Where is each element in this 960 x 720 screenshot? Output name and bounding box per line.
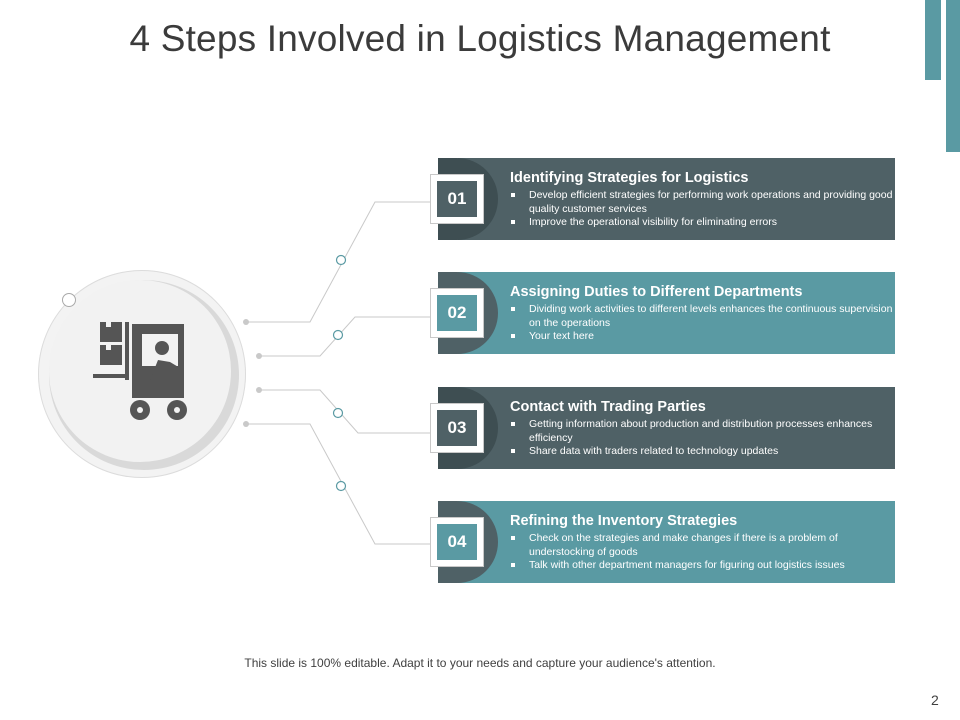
step-bullets: Check on the strategies and make changes… xyxy=(510,532,895,573)
step-2: 02 Assigning Duties to Different Departm… xyxy=(430,272,895,354)
bullet-item: Your text here xyxy=(510,330,895,344)
bullet-item: Improve the operational visibility for e… xyxy=(510,216,895,230)
step-title: Contact with Trading Parties xyxy=(510,399,706,415)
page-number: 2 xyxy=(931,692,939,708)
step-title: Identifying Strategies for Logistics xyxy=(510,170,749,186)
step-3: 03 Contact with Trading Parties Getting … xyxy=(430,387,895,469)
step-number: 01 xyxy=(437,181,477,217)
step-1: 01 Identifying Strategies for Logistics … xyxy=(430,158,895,240)
step-number-box: 03 xyxy=(430,403,484,453)
step-bullets: Getting information about production and… xyxy=(510,418,895,459)
step-number: 04 xyxy=(437,524,477,560)
footer-note: This slide is 100% editable. Adapt it to… xyxy=(244,656,716,670)
step-band xyxy=(458,272,895,354)
step-title: Assigning Duties to Different Department… xyxy=(510,284,803,300)
step-bullets: Dividing work activities to different le… xyxy=(510,303,895,344)
step-band xyxy=(458,158,895,240)
bullet-item: Getting information about production and… xyxy=(510,418,895,445)
bullet-item: Share data with traders related to techn… xyxy=(510,445,895,459)
bullet-item: Develop efficient strategies for perform… xyxy=(510,189,895,216)
step-bullets: Develop efficient strategies for perform… xyxy=(510,189,895,230)
step-number: 03 xyxy=(437,410,477,446)
step-number-box: 01 xyxy=(430,174,484,224)
step-band xyxy=(458,387,895,469)
slide-title: 4 Steps Involved in Logistics Management xyxy=(129,18,831,59)
forklift-icon xyxy=(93,322,187,420)
step-number-box: 04 xyxy=(430,517,484,567)
accent-bar-right xyxy=(946,0,960,152)
ring-dot xyxy=(62,293,76,307)
bullet-item: Talk with other department managers for … xyxy=(510,559,895,573)
step-title: Refining the Inventory Strategies xyxy=(510,513,738,529)
bullet-item: Dividing work activities to different le… xyxy=(510,303,895,330)
step-number: 02 xyxy=(437,295,477,331)
step-4: 04 Refining the Inventory Strategies Che… xyxy=(430,501,895,583)
step-number-box: 02 xyxy=(430,288,484,338)
step-band xyxy=(458,501,895,583)
bullet-item: Check on the strategies and make changes… xyxy=(510,532,895,559)
accent-bar-left xyxy=(925,0,941,80)
